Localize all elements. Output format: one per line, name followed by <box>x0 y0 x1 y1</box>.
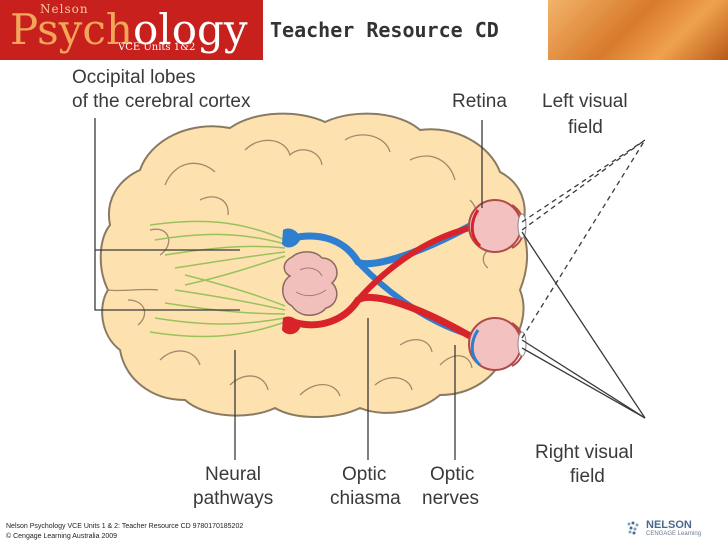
label-left-field-line2: field <box>568 117 603 138</box>
label-right-field-line2: field <box>570 466 605 487</box>
label-occipital-line2: of the cerebral cortex <box>72 91 251 112</box>
banner-title: Teacher Resource CD <box>270 18 499 42</box>
visual-field-lines <box>521 139 646 419</box>
label-occipital-line1: Occipital lobes <box>72 67 196 88</box>
publisher-logo: NELSON CENGAGE Learning <box>626 517 726 541</box>
brand-logo: Nelson Psychology VCE Units 1&2 <box>0 0 263 60</box>
footer-line1: Nelson Psychology VCE Units 1 & 2: Teach… <box>6 523 244 530</box>
label-retina: Retina <box>452 91 507 112</box>
label-right-field-line1: Right visual <box>535 442 633 463</box>
brand-units: VCE Units 1&2 <box>118 42 196 53</box>
brand-small-text: Nelson <box>40 2 89 16</box>
publisher-mark-icon <box>627 521 639 535</box>
banner: Nelson Psychology VCE Units 1&2 Teacher … <box>0 0 728 60</box>
label-neural-line1: Neural <box>205 464 261 485</box>
brand-wordmark-part2: ology <box>133 5 248 54</box>
brand-wordmark: Psychology <box>10 6 248 54</box>
neural-fibers <box>149 220 286 338</box>
visual-pathway-diagram: Occipital lobes of the cerebral cortex R… <box>72 67 646 509</box>
footer-line2: © Cengage Learning Australia 2009 <box>6 533 118 540</box>
label-neural-line2: pathways <box>193 488 273 509</box>
right-visual-pathway <box>289 225 504 352</box>
footer: Nelson Psychology VCE Units 1 & 2: Teach… <box>6 522 243 542</box>
left-eye <box>468 199 527 253</box>
thalamus <box>282 251 338 316</box>
label-nerves-line2: nerves <box>422 488 479 509</box>
brand-wordmark-part1: Psych <box>10 5 133 54</box>
label-chiasma-line1: Optic <box>342 464 386 485</box>
leader-lines <box>94 118 483 460</box>
right-eye <box>468 317 527 371</box>
publisher-name: NELSON <box>646 519 692 531</box>
banner-decorative-image <box>548 0 728 60</box>
label-nerves-line1: Optic <box>430 464 474 485</box>
label-chiasma-line2: chiasma <box>330 488 401 509</box>
brain-gyri <box>107 134 501 397</box>
label-left-field-line1: Left visual <box>542 91 628 112</box>
publisher-sub: CENGAGE Learning <box>646 531 702 537</box>
